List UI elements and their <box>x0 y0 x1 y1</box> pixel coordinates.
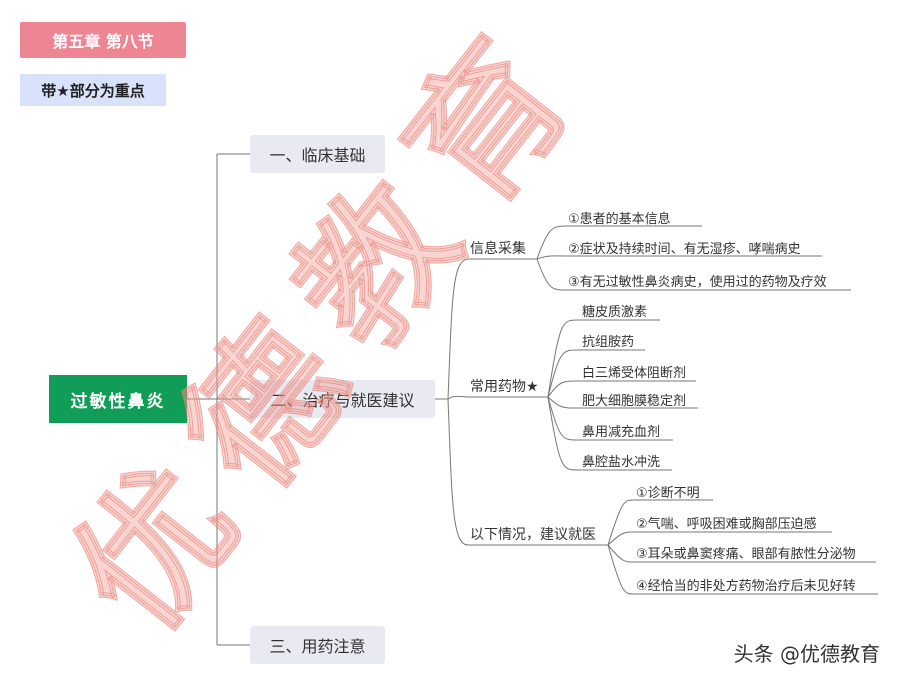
leaf-refer-1[interactable]: ①诊断不明 <box>636 486 700 501</box>
leaf-drug-6[interactable]: 鼻腔盐水冲洗 <box>582 455 661 470</box>
leaf-info-3[interactable]: ③有无过敏性鼻炎病史，使用过的药物及疗效 <box>568 275 827 290</box>
leaf-refer-4[interactable]: ④经恰当的非处方药物治疗后未见好转 <box>636 579 856 594</box>
chapter-tag: 第五章 第八节 <box>20 22 186 58</box>
leaf-drug-4[interactable]: 肥大细胞膜稳定剂 <box>582 394 687 409</box>
leaf-drug-3[interactable]: 白三烯受体阻断剂 <box>582 366 687 381</box>
leaf-refer-3[interactable]: ③耳朵或鼻窦疼痛、眼部有脓性分泌物 <box>636 547 856 562</box>
root-node[interactable]: 过敏性鼻炎 <box>49 375 187 423</box>
leaf-refer-2[interactable]: ②气喘、呼吸困难或胸部压迫感 <box>636 517 817 532</box>
leaf-drug-1[interactable]: 糖皮质激素 <box>582 305 648 320</box>
branch-referral[interactable]: 以下情况，建议就医 <box>470 527 596 543</box>
section-medication-notes[interactable]: 三、用药注意 <box>250 626 385 664</box>
section-treatment-advice[interactable]: 二、治疗与就医建议 <box>250 380 435 418</box>
leaf-drug-2[interactable]: 抗组胺药 <box>582 335 635 350</box>
leaf-drug-5[interactable]: 鼻用减充血剂 <box>582 425 661 440</box>
branch-info-collection[interactable]: 信息采集 <box>470 241 526 257</box>
key-point-note: 带★部分为重点 <box>20 74 166 106</box>
leaf-info-2[interactable]: ②症状及持续时间、有无湿疹、哮喘病史 <box>568 242 801 257</box>
section-clinical-basis[interactable]: 一、临床基础 <box>250 135 385 173</box>
source-credit: 头条 @优德教育 <box>733 642 880 666</box>
branch-common-drugs[interactable]: 常用药物★ <box>470 379 539 395</box>
leaf-info-1[interactable]: ①患者的基本信息 <box>568 212 671 227</box>
